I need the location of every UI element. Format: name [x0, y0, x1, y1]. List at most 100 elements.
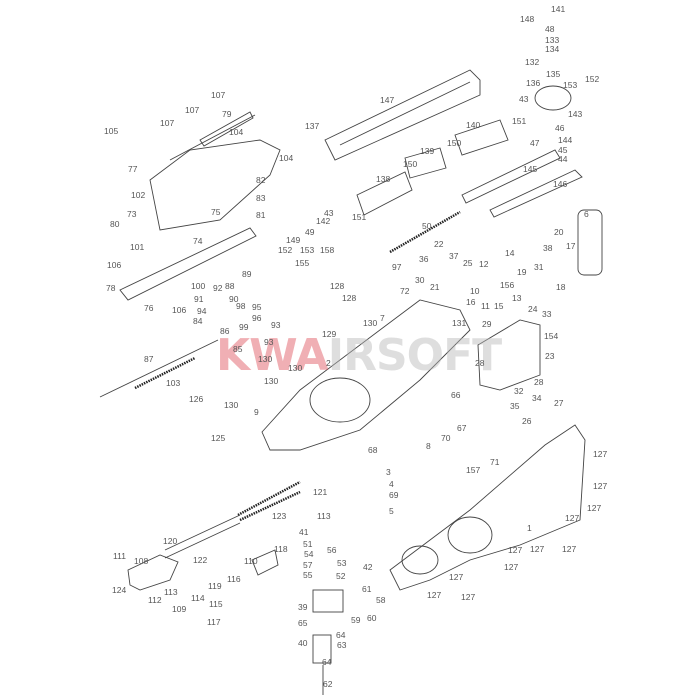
part-number-label: 137 [305, 121, 320, 131]
kwairsoft-watermark: KWAIRSOFT [216, 330, 502, 381]
part-number-label: 142 [316, 216, 331, 226]
spring-part [134, 210, 461, 522]
part-number-label: 113 [317, 511, 331, 521]
part-number-label: 7 [380, 313, 385, 323]
part-number-label: 127 [504, 562, 519, 572]
part-number-label: 35 [510, 401, 520, 411]
part-number-label: 1 [527, 523, 532, 533]
part-number-label: 51 [303, 539, 313, 549]
watermark-gray-text: IRSOFT [327, 330, 502, 381]
part-number-label: 155 [295, 258, 310, 268]
part-number-label: 17 [566, 241, 576, 251]
part-number-label: 128 [342, 293, 357, 303]
part-number-label: 95 [252, 302, 262, 312]
part-number-label: 43 [324, 208, 334, 218]
part-number-label: 132 [525, 57, 540, 67]
magazine-part [324, 69, 481, 161]
drum-part [534, 85, 572, 111]
part-number-label: 25 [463, 258, 473, 268]
part-number-label: 154 [544, 331, 559, 341]
part-number-label: 88 [225, 281, 235, 291]
charging-rails [461, 149, 583, 218]
rods [99, 339, 241, 559]
part-number-label: 67 [457, 423, 467, 433]
part-number-label: 22 [434, 239, 444, 249]
part-number-label: 61 [362, 584, 372, 594]
part-number-label: 86 [220, 326, 230, 336]
part-number-label: 19 [517, 267, 527, 277]
gearbox-parts [477, 319, 541, 391]
part-number-label: 54 [304, 549, 314, 559]
part-number-label: 47 [530, 138, 540, 148]
part-number-label: 103 [166, 378, 181, 388]
part-number-label: 100 [191, 281, 206, 291]
part-number-label: 53 [337, 558, 347, 568]
part-number-label: 15 [494, 301, 504, 311]
part-number-label: 66 [451, 390, 461, 400]
part-number-label: 58 [376, 595, 386, 605]
part-number-label: 79 [222, 109, 232, 119]
part-number-label: 83 [256, 193, 266, 203]
part-number-label: 130 [288, 363, 303, 373]
part-number-label: 43 [519, 94, 529, 104]
part-number-label: 89 [242, 269, 252, 279]
part-number-label: 127 [565, 513, 580, 523]
part-number-label: 150 [403, 159, 418, 169]
part-number-label: 8 [426, 441, 431, 451]
part-number-label: 49 [305, 227, 315, 237]
part-number-label: 2 [326, 358, 331, 368]
part-number-label: 123 [272, 511, 287, 521]
part-number-label: 152 [278, 245, 293, 255]
part-number-label: 135 [546, 69, 561, 79]
part-number-label: 63 [337, 640, 347, 650]
part-number-label: 5 [389, 506, 394, 516]
part-number-label: 97 [392, 262, 402, 272]
part-number-label: 106 [172, 305, 187, 315]
part-number-label: 141 [551, 4, 566, 14]
part-number-label: 146 [553, 179, 568, 189]
part-number-label: 21 [430, 282, 440, 292]
part-number-label: 72 [400, 286, 410, 296]
part-number-label: 93 [264, 337, 274, 347]
part-number-label: 33 [542, 309, 552, 319]
part-number-label: 11 [481, 301, 490, 311]
lower-receiver-part [261, 299, 471, 451]
part-number-label: 127 [449, 572, 464, 582]
part-number-label: 127 [587, 503, 602, 513]
part-number-label: 93 [271, 320, 281, 330]
part-number-label: 28 [534, 377, 544, 387]
part-number-label: 158 [320, 245, 335, 255]
part-number-label: 138 [376, 174, 391, 184]
part-number-label: 152 [585, 74, 600, 84]
part-number-label: 36 [419, 254, 429, 264]
part-number-label: 56 [327, 545, 337, 555]
part-number-label: 38 [543, 243, 553, 253]
part-number-label: 127 [593, 449, 608, 459]
part-number-label: 145 [523, 164, 538, 174]
part-number-label: 147 [380, 95, 395, 105]
part-number-label: 119 [208, 581, 222, 591]
part-number-label: 153 [300, 245, 315, 255]
part-number-label: 127 [461, 592, 476, 602]
part-number-label: 96 [252, 313, 262, 323]
part-number-label: 64 [322, 657, 332, 667]
part-number-label: 55 [303, 570, 313, 580]
part-number-label: 106 [107, 260, 122, 270]
part-number-label: 124 [112, 585, 127, 595]
part-number-label: 69 [389, 490, 399, 500]
part-number-label: 20 [554, 227, 564, 237]
part-number-label: 144 [558, 135, 573, 145]
part-number-label: 117 [207, 617, 221, 627]
part-number-label: 87 [144, 354, 154, 364]
part-number-label: 34 [532, 393, 542, 403]
part-number-label: 148 [520, 14, 535, 24]
part-number-label: 46 [555, 123, 565, 133]
part-number-label: 65 [298, 618, 308, 628]
part-number-label: 12 [479, 259, 489, 269]
part-number-label: 27 [554, 398, 564, 408]
part-number-label: 157 [466, 465, 481, 475]
part-number-label: 127 [562, 544, 577, 554]
part-number-label: 130 [264, 376, 279, 386]
part-number-label: 107 [160, 118, 175, 128]
